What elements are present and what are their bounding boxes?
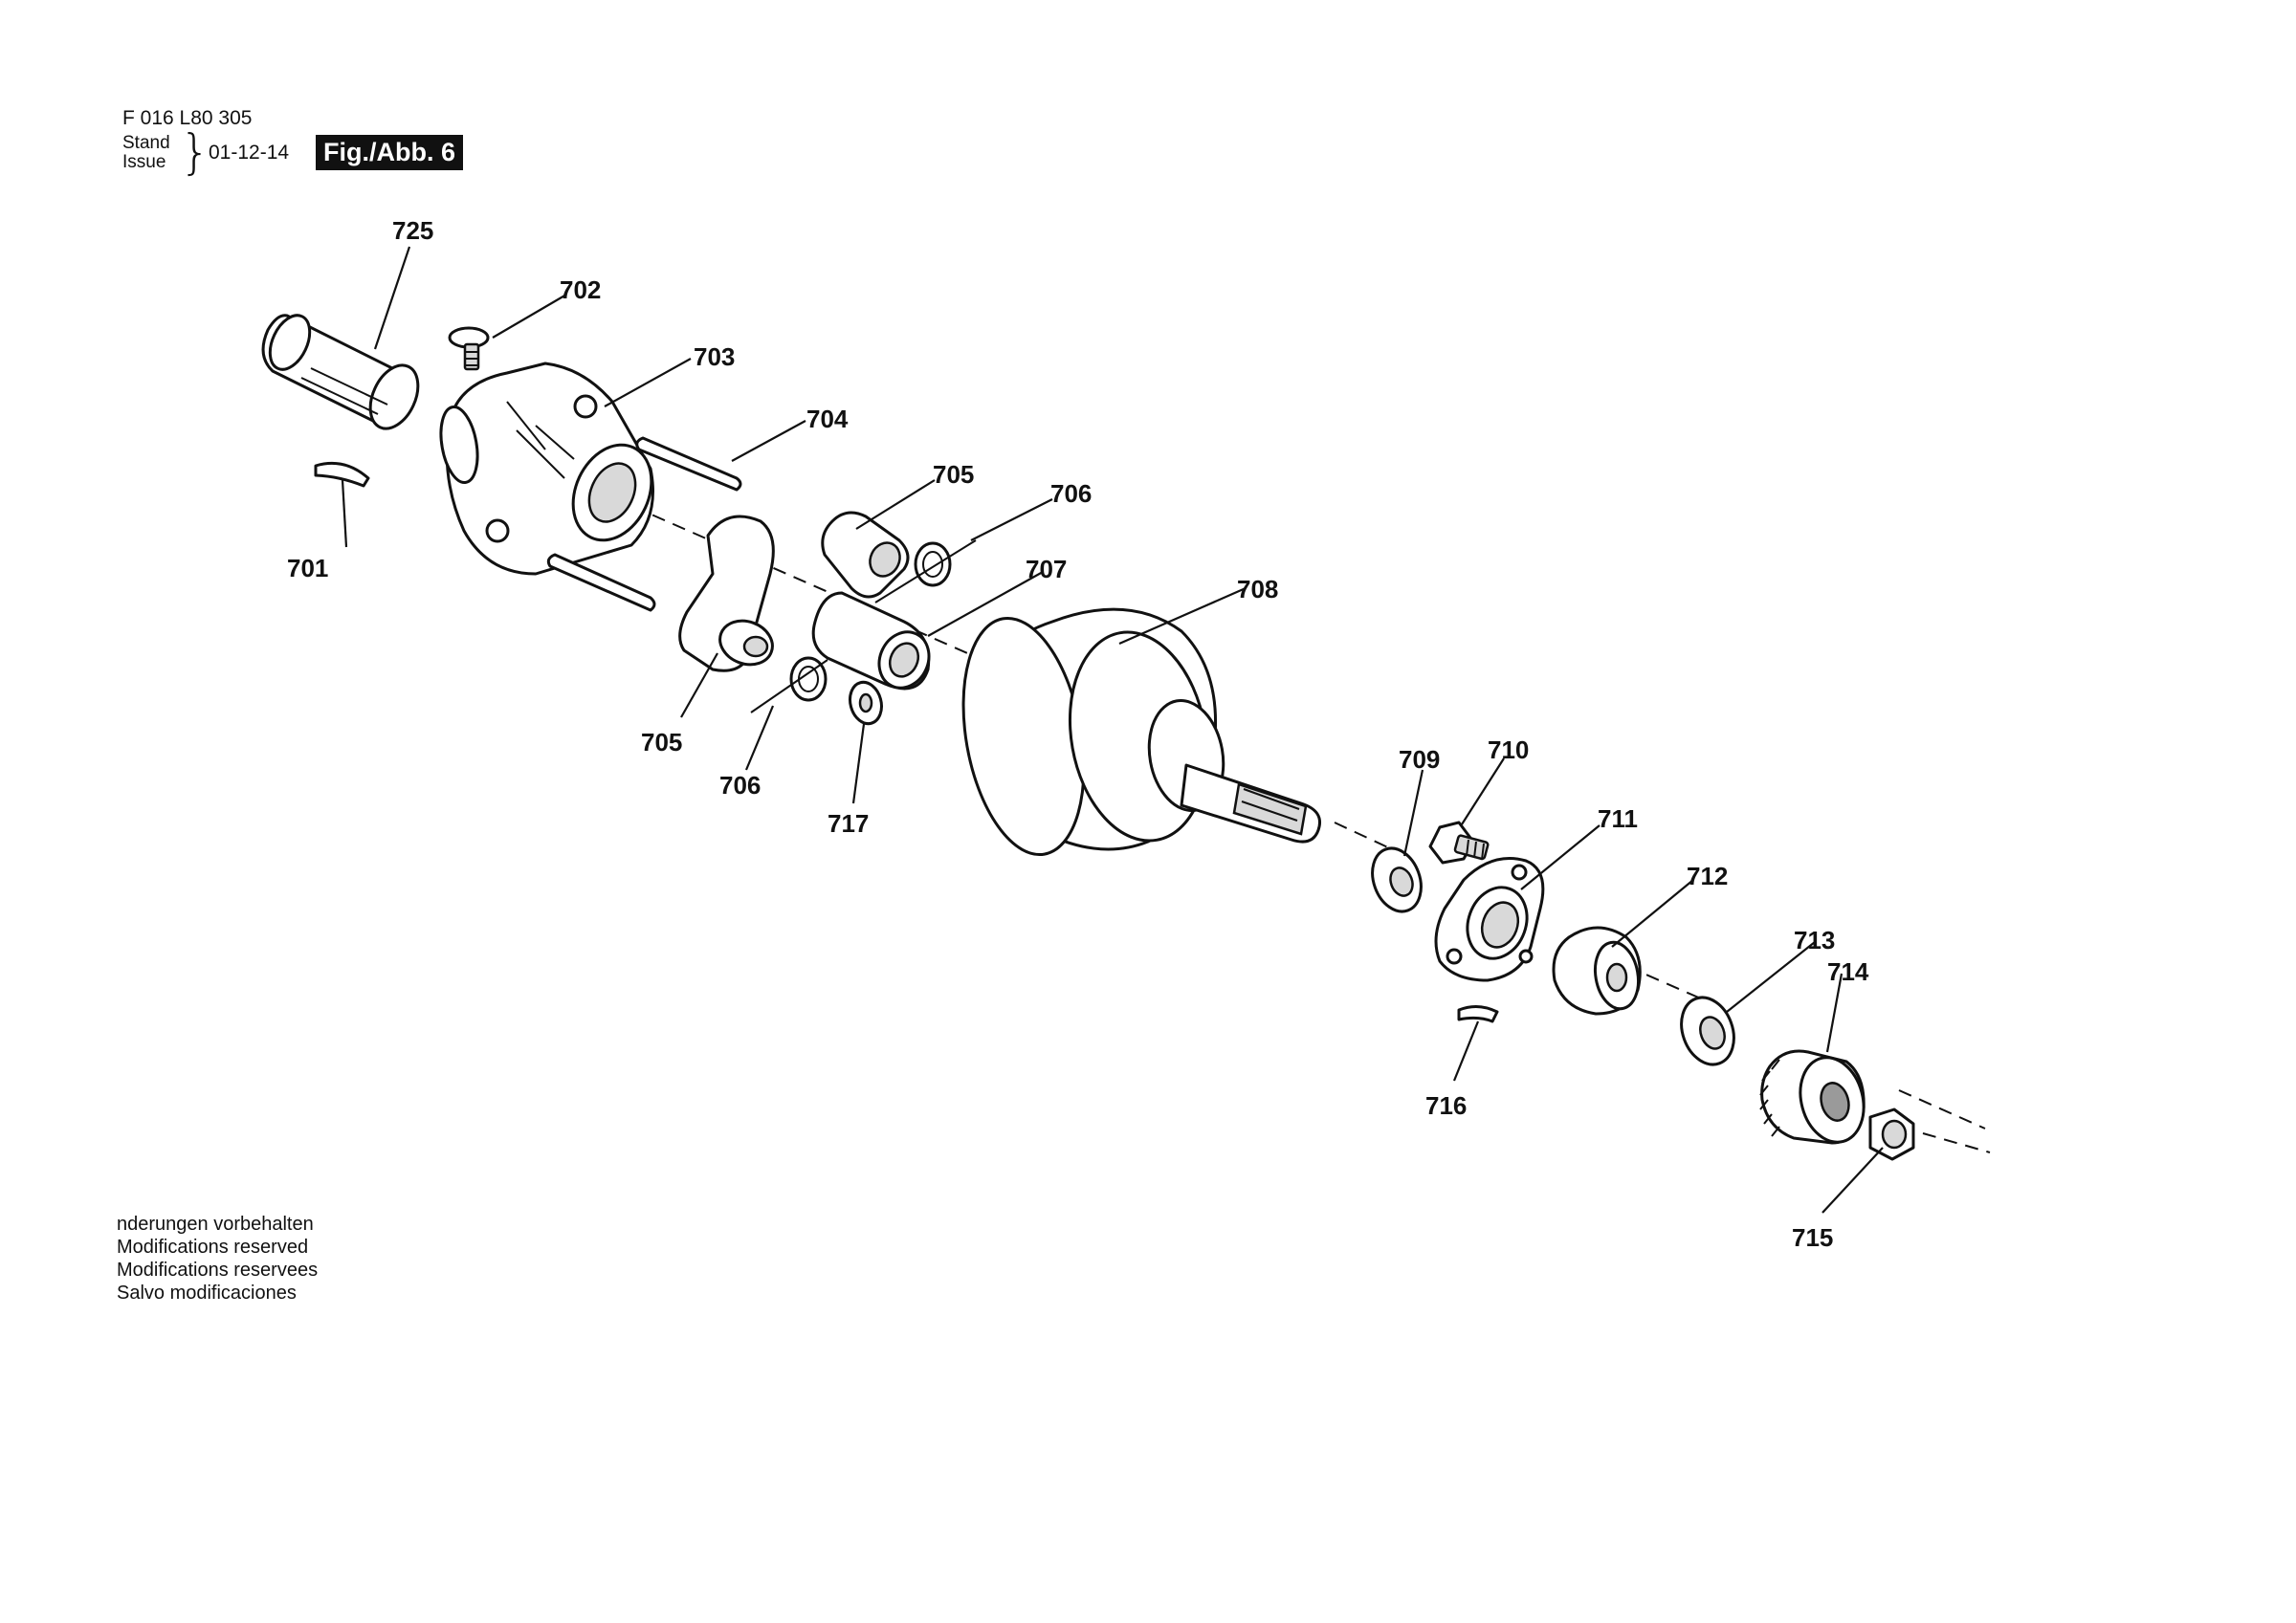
callout-710: 710 — [1488, 735, 1529, 764]
callout-706-lower: 706 — [719, 771, 761, 800]
part-714-pulley — [1759, 1049, 1866, 1145]
stand-label: Stand — [122, 133, 170, 153]
part-708-drum — [961, 607, 1321, 857]
callout-715: 715 — [1792, 1223, 1833, 1252]
part-705-pawl-upper — [821, 511, 910, 599]
part-715-nut — [1868, 1108, 1915, 1161]
callout-702: 702 — [560, 275, 601, 304]
callout-708: 708 — [1237, 575, 1278, 603]
note-line: Modifications reserved — [117, 1237, 309, 1258]
part-706-spring-upper — [874, 539, 977, 603]
part-707-bushing — [811, 591, 931, 691]
assembly-axis — [611, 496, 1991, 1153]
drawing-header: F 016 L80 305 Stand Issue } 01-12-14 Fig… — [0, 0, 574, 191]
callout-709: 709 — [1399, 745, 1440, 774]
figure-label: Fig./Abb. 6 — [316, 135, 463, 170]
part-701-key — [314, 461, 370, 488]
stand-issue-labels: Stand Issue — [122, 134, 180, 172]
document-number: F 016 L80 305 — [122, 107, 253, 129]
note-line: Salvo modificaciones — [117, 1283, 297, 1304]
callout-713: 713 — [1794, 926, 1835, 954]
part-705-pawl-lower — [678, 515, 775, 672]
callout-712: 712 — [1687, 862, 1728, 890]
part-716-key — [1457, 1005, 1499, 1023]
part-725-sleeve — [261, 314, 420, 430]
callout-704: 704 — [806, 405, 849, 433]
callout-705-lower: 705 — [641, 728, 682, 757]
part-706-spring-lower — [750, 656, 828, 713]
note-line: Modifications reservees — [117, 1260, 319, 1281]
part-712-bearing — [1552, 926, 1642, 1016]
callout-717: 717 — [828, 809, 869, 838]
part-710-bolt — [1428, 821, 1490, 865]
callout-714: 714 — [1827, 957, 1869, 986]
part-713-washer — [1680, 996, 1735, 1066]
part-711-flange — [1434, 857, 1545, 982]
callout-705-upper: 705 — [933, 460, 974, 489]
part-702-screw — [448, 326, 490, 371]
callout-703: 703 — [694, 342, 735, 371]
callout-725: 725 — [392, 216, 433, 245]
callout-706-upper: 706 — [1050, 479, 1092, 508]
part-717-washer — [849, 680, 883, 726]
modification-notes: nderungen vorbehalten Modifications rese… — [117, 1213, 318, 1305]
part-704-pins — [546, 436, 742, 612]
part-709-washer — [1371, 846, 1423, 913]
callout-716: 716 — [1425, 1091, 1467, 1120]
issue-date: 01-12-14 — [209, 142, 290, 164]
callout-701: 701 — [287, 554, 328, 582]
brace-symbol: } — [180, 124, 210, 180]
callout-707: 707 — [1026, 555, 1067, 583]
note-line: nderungen vorbehalten — [117, 1214, 314, 1235]
issue-label: Issue — [122, 152, 166, 172]
part-703-housing — [439, 362, 654, 576]
leader-lines — [341, 246, 1884, 1214]
callout-labels: 725 702 703 704 705 706 707 708 701 705 … — [287, 216, 1869, 1252]
callout-711: 711 — [1598, 804, 1638, 833]
